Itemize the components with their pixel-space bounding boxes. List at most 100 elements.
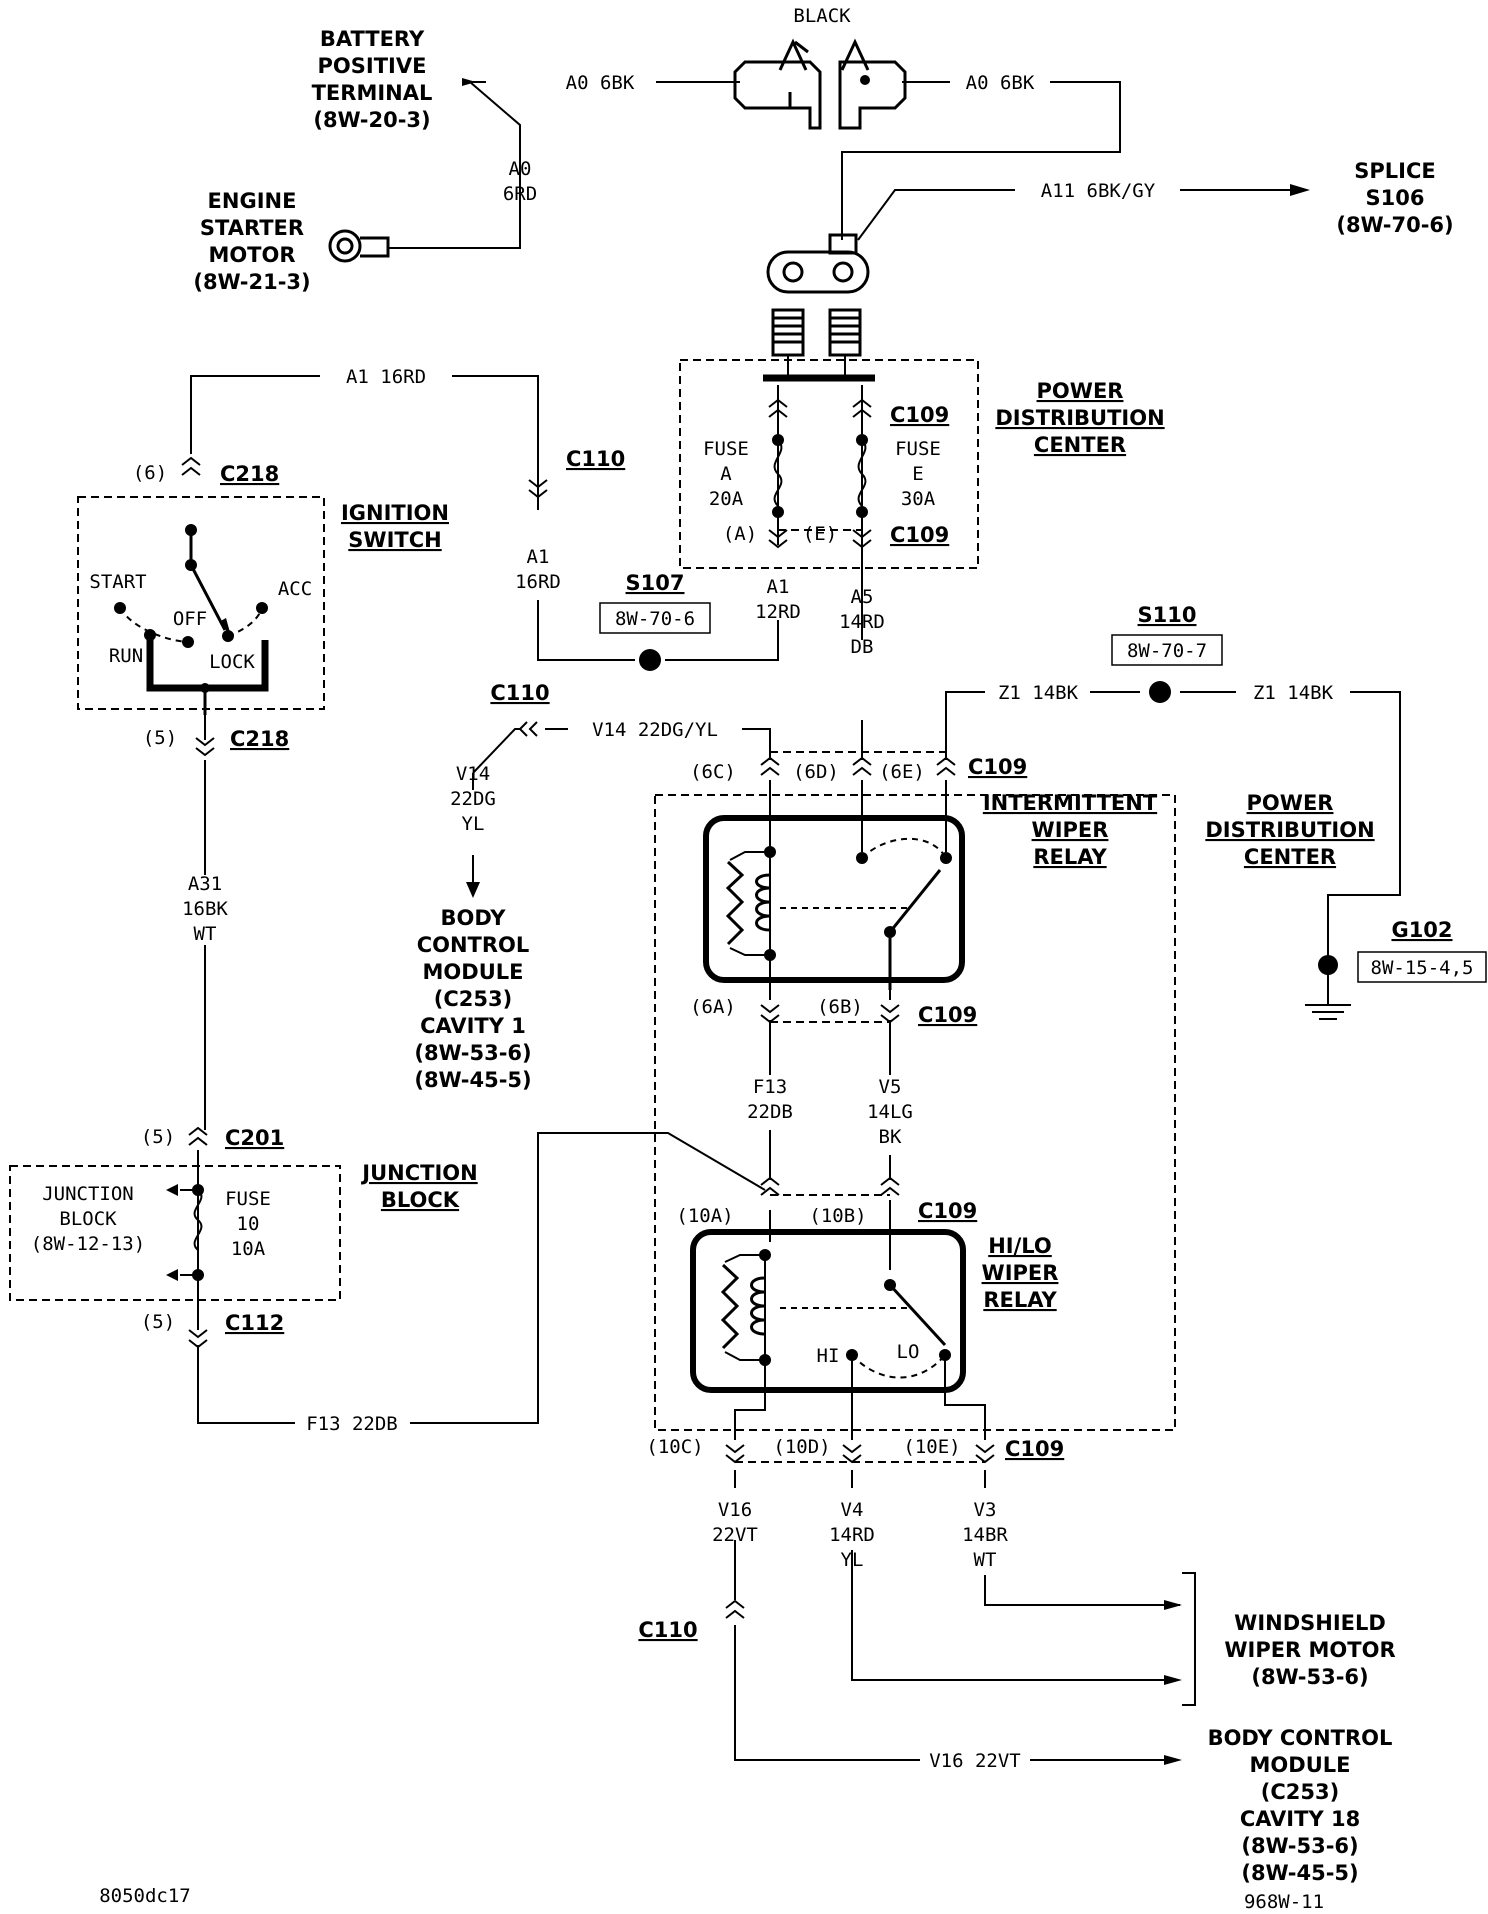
wire-v5-2: 14LG: [867, 1101, 913, 1123]
bcm1-label-1: BODY: [441, 906, 507, 930]
intermittent-label-3: RELAY: [1033, 845, 1107, 869]
wire-a1-16rd: A1 16RD: [346, 366, 426, 388]
battery-label-3: TERMINAL: [312, 81, 433, 105]
connector-chevrons: [181, 398, 995, 1619]
g102-ref: 8W-15-4,5: [1371, 957, 1474, 979]
wire-db: DB: [851, 636, 874, 658]
c201-label: C201: [225, 1126, 284, 1150]
fuse-a-label-1: FUSE: [703, 438, 749, 460]
wire-a1-12: A1: [767, 576, 790, 598]
starter-motor-terminal-icon: [328, 229, 390, 263]
s110-label: S110: [1138, 603, 1197, 627]
wire-a0-6bk-right: A0 6BK: [966, 72, 1035, 94]
bcm18-label-3: (C253): [1261, 1780, 1339, 1804]
cavity-6e: (6E): [879, 761, 925, 783]
wire-z1-right: Z1 14BK: [1253, 682, 1334, 704]
wire-6rd-label: 6RD: [503, 183, 537, 205]
s107-label: S107: [626, 571, 685, 595]
intermittent-label-1: INTERMITTENT: [983, 791, 1158, 815]
fuse-e-label-3: 30A: [901, 488, 936, 510]
bcm1-label-5: CAVITY 1: [420, 1014, 526, 1038]
splice-s106-arrow: [1290, 184, 1310, 196]
wire-f13-v1: F13: [753, 1076, 787, 1098]
fuse-a-label-3: 20A: [709, 488, 744, 510]
pdc-label-2: DISTRIBUTION: [995, 406, 1164, 430]
wire-v3-1: V3: [974, 1499, 997, 1521]
connector-right-half: [838, 60, 907, 130]
bcm1-label-4: (C253): [434, 987, 512, 1011]
c218-label-bot: C218: [230, 727, 289, 751]
cavity-6b: (6B): [817, 996, 863, 1018]
starter-label-3: MOTOR: [208, 243, 295, 267]
junction-block-label-2: BLOCK: [381, 1188, 460, 1212]
junction-block-label-1: JUNCTION: [360, 1161, 477, 1185]
c109-label-fuses: C109: [890, 523, 949, 547]
c109-label-10e: C109: [1005, 1437, 1064, 1461]
wire-v16-1: V16: [718, 1499, 752, 1521]
wiper-motor-label-2: WIPER MOTOR: [1224, 1638, 1395, 1662]
c218-label-top: C218: [220, 462, 279, 486]
ignition-switch-label-1: IGNITION: [341, 501, 449, 525]
splice-s106-label-2: S106: [1366, 186, 1425, 210]
wire-f13-v2: 22DB: [747, 1101, 793, 1123]
c109-label-6: C109: [968, 755, 1027, 779]
hilo-label-3: RELAY: [983, 1288, 1057, 1312]
wire-16rd-v: 16RD: [515, 571, 561, 593]
wiper-motor-label-1: WINDSHIELD: [1234, 1611, 1386, 1635]
cavity-c218-top: (6): [133, 462, 167, 484]
ign-pos-lock: LOCK: [209, 651, 255, 673]
cavity-10e: (10E): [903, 1436, 960, 1458]
wire-a31: A31: [188, 873, 222, 895]
cavity-c201: (5): [141, 1126, 175, 1148]
ignition-switch-label-2: SWITCH: [348, 528, 441, 552]
fuse10-label-1: FUSE: [225, 1188, 271, 1210]
ground-g102-icon: [1305, 955, 1351, 1020]
battery-terminal-arrow: [462, 78, 476, 86]
c112-label: C112: [225, 1311, 284, 1335]
fuse-a-label-2: A: [720, 463, 732, 485]
wire-v4-2: 14RD: [829, 1524, 875, 1546]
starter-label-2: STARTER: [200, 216, 304, 240]
component-boxes: [9, 359, 1176, 1463]
wire-v14-v2: 22DG: [450, 788, 496, 810]
wire-v3-3: WT: [974, 1549, 997, 1571]
wire-z1-left: Z1 14BK: [998, 682, 1079, 704]
wire-a0-6bk-left: A0 6BK: [566, 72, 635, 94]
c109-label-10: C109: [918, 1199, 977, 1223]
wire-16bk: 16BK: [182, 898, 228, 920]
wire-a1-v: A1: [527, 546, 550, 568]
wire-v16-h: V16 22VT: [929, 1750, 1021, 1772]
bcm1-label-7: (8W-45-5): [414, 1068, 531, 1092]
starter-ref: (8W-21-3): [193, 270, 310, 294]
bcm18-label-5: (8W-53-6): [1241, 1834, 1358, 1858]
wire-v5-1: V5: [879, 1076, 902, 1098]
pdc-label-1: POWER: [1037, 379, 1124, 403]
cavity-10b: (10B): [809, 1205, 866, 1227]
pdc-label-3: CENTER: [1034, 433, 1126, 457]
bcm1-label-6: (8W-53-6): [414, 1041, 531, 1065]
s107-ref: 8W-70-6: [615, 608, 695, 630]
cavity-c112: (5): [141, 1311, 175, 1333]
splice-s106-ref: (8W-70-6): [1336, 213, 1453, 237]
fuse-e-label-1: FUSE: [895, 438, 941, 460]
labels: BATTERY POSITIVE TERMINAL (8W-20-3) ENGI…: [31, 5, 1474, 1913]
pdc-stud-terminal-icon: [763, 233, 875, 382]
bcm1-label-2: CONTROL: [417, 933, 530, 957]
cavity-6d: (6D): [793, 761, 839, 783]
hilo-hi: HI: [817, 1345, 840, 1367]
ignition-switch-symbol: [114, 524, 269, 715]
ign-pos-off: OFF: [173, 608, 207, 630]
bcm18-label-2: MODULE: [1250, 1753, 1351, 1777]
splice-s110-dot: [1149, 681, 1171, 703]
wire-v14-v1: V14: [456, 763, 490, 785]
wire-wt: WT: [194, 923, 217, 945]
g102-ref-box: [1357, 951, 1487, 983]
ign-pos-run: RUN: [109, 645, 143, 667]
wire-v14-h: V14 22DG/YL: [592, 719, 718, 741]
wire-v14-v3: YL: [462, 813, 485, 835]
c110-label-a1: C110: [566, 447, 625, 471]
bcm18-label-1: BODY CONTROL: [1208, 1726, 1393, 1750]
pdc-relay-box: [654, 794, 1176, 1431]
symbols: [114, 38, 1351, 1765]
c110-label-v16: C110: [638, 1618, 697, 1642]
